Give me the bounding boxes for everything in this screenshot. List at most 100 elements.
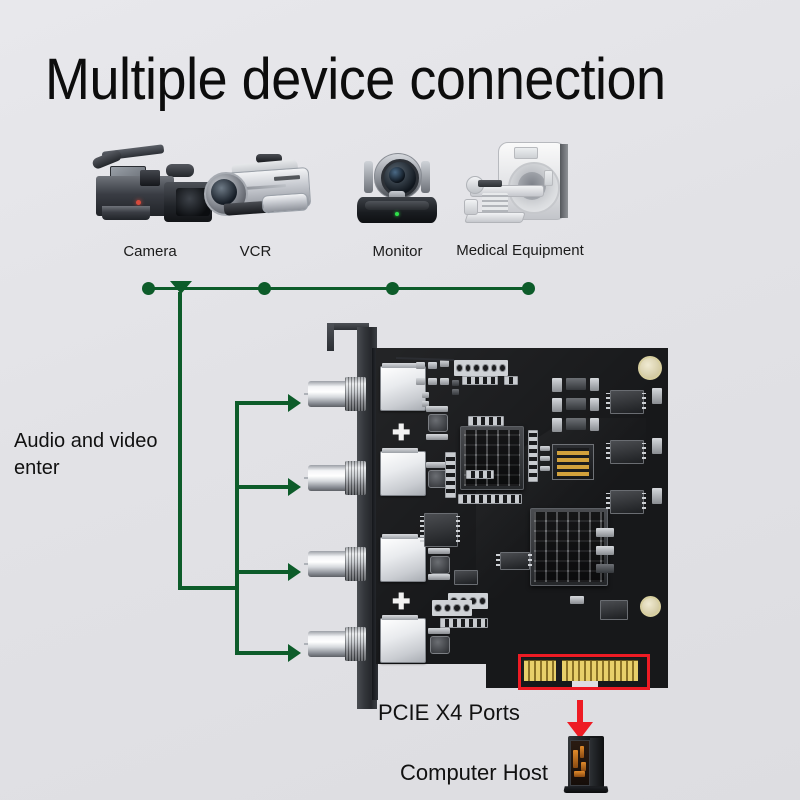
smd-right-dark-1 [566,378,586,390]
ic-right-2 [610,440,644,464]
smd-near-inductor-5 [428,628,450,634]
ic-controller [424,513,458,547]
pin-header-6p [454,360,508,376]
pcie-highlight-box[interactable] [518,654,650,690]
bracket-inner-edge [372,348,378,700]
video-input-shield-4 [380,618,426,663]
branch-spine [235,403,239,655]
smd-near-inductor-3 [426,462,448,468]
ic-small-1-legs-right [528,554,532,566]
ic-right-3-legs-left [606,493,610,509]
heatsink-secondary [530,508,608,586]
smd-right-col2-1 [590,378,599,391]
bus-node-medical [522,282,535,295]
pads-right-of-heatsink [528,430,538,482]
device-vcr: VCR [198,142,323,260]
red-arrow-head [567,722,593,739]
smd-cluster-a2 [428,362,437,369]
solder-pads-row-top [462,376,498,385]
ic-small-1-legs-left [496,554,500,566]
branch-arrowhead-4 [288,644,301,662]
bnc-port-4 [302,626,372,662]
smd-lowright-1 [596,528,614,537]
smd-right-dark-3 [566,418,586,430]
smd-cluster-a3 [440,360,449,367]
smd-dark-1 [452,380,459,386]
ct-scanner-icon [460,138,580,238]
smd-dip-left-1 [540,446,550,451]
smd-dip-left-3 [540,466,550,471]
branch-arrowhead-2 [288,478,301,496]
smd-cluster-b1 [416,378,425,385]
inductor-1 [428,414,448,432]
ic-right-2-legs-right [642,443,646,459]
smd-near-inductor-1 [426,406,448,412]
smd-right-dark-2 [566,398,586,410]
device-medical-equipment: Medical Equipment [456,138,584,259]
smd-dark-2 [452,389,459,395]
branch-arrowhead-1 [288,394,301,412]
inductor-3 [430,556,450,574]
shield-clip-2 [382,448,418,453]
ic-right-2-legs-left [606,443,610,459]
heatsink-primary [460,426,524,490]
bus-down-arrowhead [170,281,192,294]
mounting-hole-top-right [638,356,662,380]
shield-clip-1 [382,363,418,368]
bnc-port-1 [302,376,372,412]
board-cross-mark-1: ✚ [392,420,411,445]
board-cross-mark-2: ✚ [392,589,411,614]
pads-bottom-row [440,618,488,628]
branch-line-3 [235,570,290,574]
device-label: Monitor [372,243,423,260]
ic-right-3-legs-right [642,493,646,509]
inductor-4 [430,636,450,654]
ic-lowright [600,600,628,620]
audio-video-input-label: Audio and video enter [14,430,158,479]
smd-right-col1-1 [552,378,562,392]
smd-right-col1-2 [552,398,562,412]
smd-right-col2-2 [590,398,599,411]
solder-pads-small-top [504,376,518,385]
red-arrow-stem [577,700,583,726]
ptz-camera-icon [355,145,440,235]
device-label: VCR [239,243,272,260]
smd-pair-2 [422,401,429,407]
pcie-ports-label: PCIE X4 Ports [378,700,520,725]
ic-right-1-legs-left [606,393,610,409]
shield-clip-3 [382,534,418,539]
bus-line-horizontal [148,287,530,290]
smd-lowright-4 [570,596,584,604]
smd-lowright-2 [596,546,614,555]
ic-small-2 [454,570,478,585]
ic-controller-legs-right [456,516,460,542]
smd-right-col1-3 [552,418,562,432]
bus-node-monitor [386,282,399,295]
pads-above-heatsink [468,416,504,426]
bnc-port-3 [302,546,372,582]
smd-right-col2-3 [590,418,599,431]
smd-dip-left-2 [540,456,550,461]
branch-line-2 [235,485,290,489]
pcie-gold-fingers-short [524,660,556,681]
shield-clip-4 [382,615,418,620]
dip-switch-block [552,444,594,480]
pads-below-heatsink [458,494,522,504]
computer-host-label: Computer Host [400,760,548,785]
bracket-tab-stem [327,323,334,351]
video-input-shield-2 [380,451,426,496]
ic-right-1 [610,390,644,414]
smd-pair-1 [422,392,429,398]
bus-node-camera [142,282,155,295]
ic-controller-legs-left [420,516,424,542]
smd-near-inductor-4 [428,548,450,554]
ic-right-3 [610,490,644,514]
pads-mid-1 [466,470,494,479]
mounting-hole-bottom-right [640,596,661,617]
device-label: Camera [123,243,177,260]
ic-right-1-legs-right [642,393,646,409]
video-input-shield-3 [380,537,426,582]
bus-node-vcr [258,282,271,295]
smd-lowright-3 [596,564,614,573]
